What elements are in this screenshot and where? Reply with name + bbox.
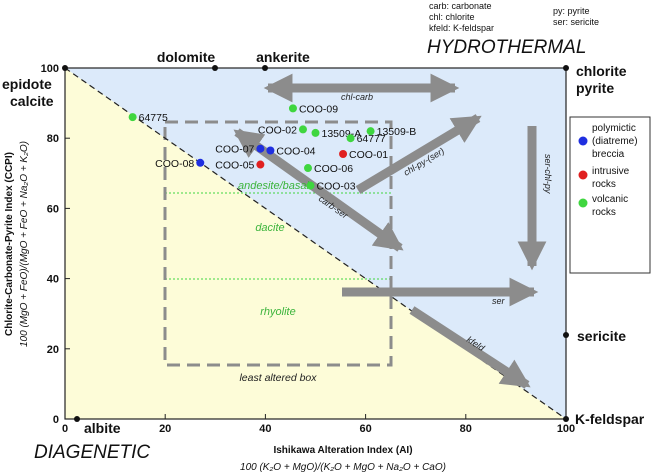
x-axis-formula: 100 (K₂O + MgO)/(K₂O + MgO + Na₂O + CaO): [240, 462, 446, 473]
legend-marker-breccia: [578, 136, 588, 146]
data-label-coo-06: COO-06: [314, 163, 353, 175]
abbrev-kfeld: kfeld: K-feldspar: [429, 23, 494, 33]
abbrev-ser: ser: sericite: [553, 17, 599, 27]
y-axis-title: Chlorite-Carbonate-Pyrite Index (CCPI): [4, 152, 15, 336]
data-point-13509-b: [366, 127, 375, 136]
data-label-coo-07: COO-07: [215, 144, 254, 156]
data-label-coo-01: COO-01: [349, 149, 388, 161]
rock-field-dacite: dacite: [255, 222, 284, 234]
y-tick-label-60: 60: [47, 203, 59, 215]
abbrev-py: py: pyrite: [553, 6, 590, 16]
endmember-dot-ankerite: [262, 65, 268, 71]
region-label-diagenetic: DIAGENETIC: [34, 442, 150, 463]
legend-label-intrusive-line-2: rocks: [592, 179, 616, 190]
endmember-label-ankerite: ankerite: [256, 49, 310, 65]
endmember-label-sericite: sericite: [577, 328, 626, 344]
data-label-64777: 64777: [357, 133, 386, 145]
y-tick-label-80: 80: [47, 133, 59, 145]
endmember-dot-albite: [74, 416, 80, 422]
data-point-coo-09: [288, 104, 297, 113]
x-tick-label-40: 40: [259, 423, 271, 435]
mineral-endmembers: dolomite ankerite chlorite pyrite epidot…: [2, 49, 645, 436]
data-point-coo-05: [256, 160, 265, 169]
data-label-coo-08: COO-08: [155, 158, 194, 170]
endmember-label-pyrite: pyrite: [576, 80, 614, 96]
endmember-label-dolomite: dolomite: [157, 49, 216, 65]
region-label-hydrothermal: HYDROTHERMAL: [427, 37, 586, 58]
data-point-64777: [346, 134, 355, 143]
data-label-coo-03: COO-03: [316, 181, 355, 193]
y-tick-label-20: 20: [47, 344, 59, 356]
y-axis-formula: 100 (MgO + FeO)/(MgO + FeO + Na₂O + K₂O): [19, 141, 30, 347]
legend-label-intrusive-line-1: intrusive: [592, 166, 630, 177]
legend-label-volcanic-line-1: volcanic: [592, 194, 628, 205]
trend-label-ser: ser: [492, 296, 506, 306]
y-axis-ticks: 0 20 40 60 80 100: [41, 63, 70, 426]
endmember-dot-epidote-calcite: [62, 65, 68, 71]
x-tick-label-80: 80: [460, 423, 472, 435]
legend-label-breccia-line-2: (diatreme): [592, 136, 638, 147]
data-point-coo-02: [298, 125, 307, 134]
y-tick-label-100: 100: [41, 63, 59, 75]
data-point-coo-08: [196, 158, 205, 167]
trend-label-chl-carb: chl-carb: [341, 92, 373, 102]
endmember-label-calcite: calcite: [10, 93, 54, 109]
data-label-13509-b: 13509-B: [377, 126, 417, 138]
trend-arrows: [233, 73, 547, 389]
data-point-64775: [128, 113, 137, 122]
abbrev-chl: chl: chlorite: [429, 12, 475, 22]
endmember-dot-dolomite: [212, 65, 218, 71]
data-point-coo-04: [266, 146, 275, 155]
data-point-coo-07: [256, 144, 265, 153]
endmember-dot-sericite: [563, 332, 569, 338]
data-point-coo-03: [306, 181, 315, 190]
x-axis-title: Ishikawa Alteration Index (AI): [273, 445, 412, 456]
abbrev-carb: carb: carbonate: [429, 1, 492, 11]
rock-field-rhyolite: rhyolite: [260, 306, 295, 318]
legend-label-breccia-line-3: breccia: [592, 149, 625, 160]
plot-frame: [64, 67, 567, 420]
data-point-coo-06: [303, 164, 312, 173]
y-tick-label-40: 40: [47, 274, 59, 286]
data-label-13509-a: 13509-A: [322, 128, 362, 140]
endmember-dot-k-feldspar: [563, 416, 569, 422]
data-label-coo-09: COO-09: [299, 103, 338, 115]
endmember-label-k-feldspar: K-feldspar: [575, 411, 645, 427]
data-label-coo-04: COO-04: [276, 145, 315, 157]
kfeld-arrow: [409, 306, 531, 389]
carb-ser-arrow: [233, 128, 404, 252]
data-label-coo-02: COO-02: [258, 124, 297, 136]
legend-marker-intrusive: [578, 170, 588, 180]
rock-field-andesite-basalt: andesite/basalt: [238, 180, 313, 192]
x-tick-label-20: 20: [159, 423, 171, 435]
x-axis-ticks: 0 20 40 60 80 100: [62, 414, 575, 435]
legend-marker-volcanic: [578, 198, 588, 208]
endmember-label-chlorite: chlorite: [576, 63, 627, 79]
x-tick-label-0: 0: [62, 423, 68, 435]
endmember-label-albite: albite: [84, 420, 121, 436]
least-altered-box-label: least altered box: [239, 372, 317, 384]
data-label-64775: 64775: [139, 112, 168, 124]
endmember-label-epidote: epidote: [2, 76, 52, 92]
legend: polymictic (diatreme) breccia intrusive …: [569, 116, 651, 274]
endmember-dot-chlorite-pyrite: [563, 65, 569, 71]
data-label-coo-05: COO-05: [215, 160, 254, 172]
x-tick-label-60: 60: [359, 423, 371, 435]
legend-label-breccia-line-1: polymictic: [592, 123, 636, 134]
x-tick-label-100: 100: [557, 423, 575, 435]
data-point-13509-a: [311, 128, 320, 137]
data-point-coo-01: [339, 149, 348, 158]
y-tick-label-0: 0: [53, 414, 59, 426]
trend-label-ser-chl-py: ser-chl-py: [543, 154, 553, 194]
legend-label-volcanic-line-2: rocks: [592, 207, 616, 218]
